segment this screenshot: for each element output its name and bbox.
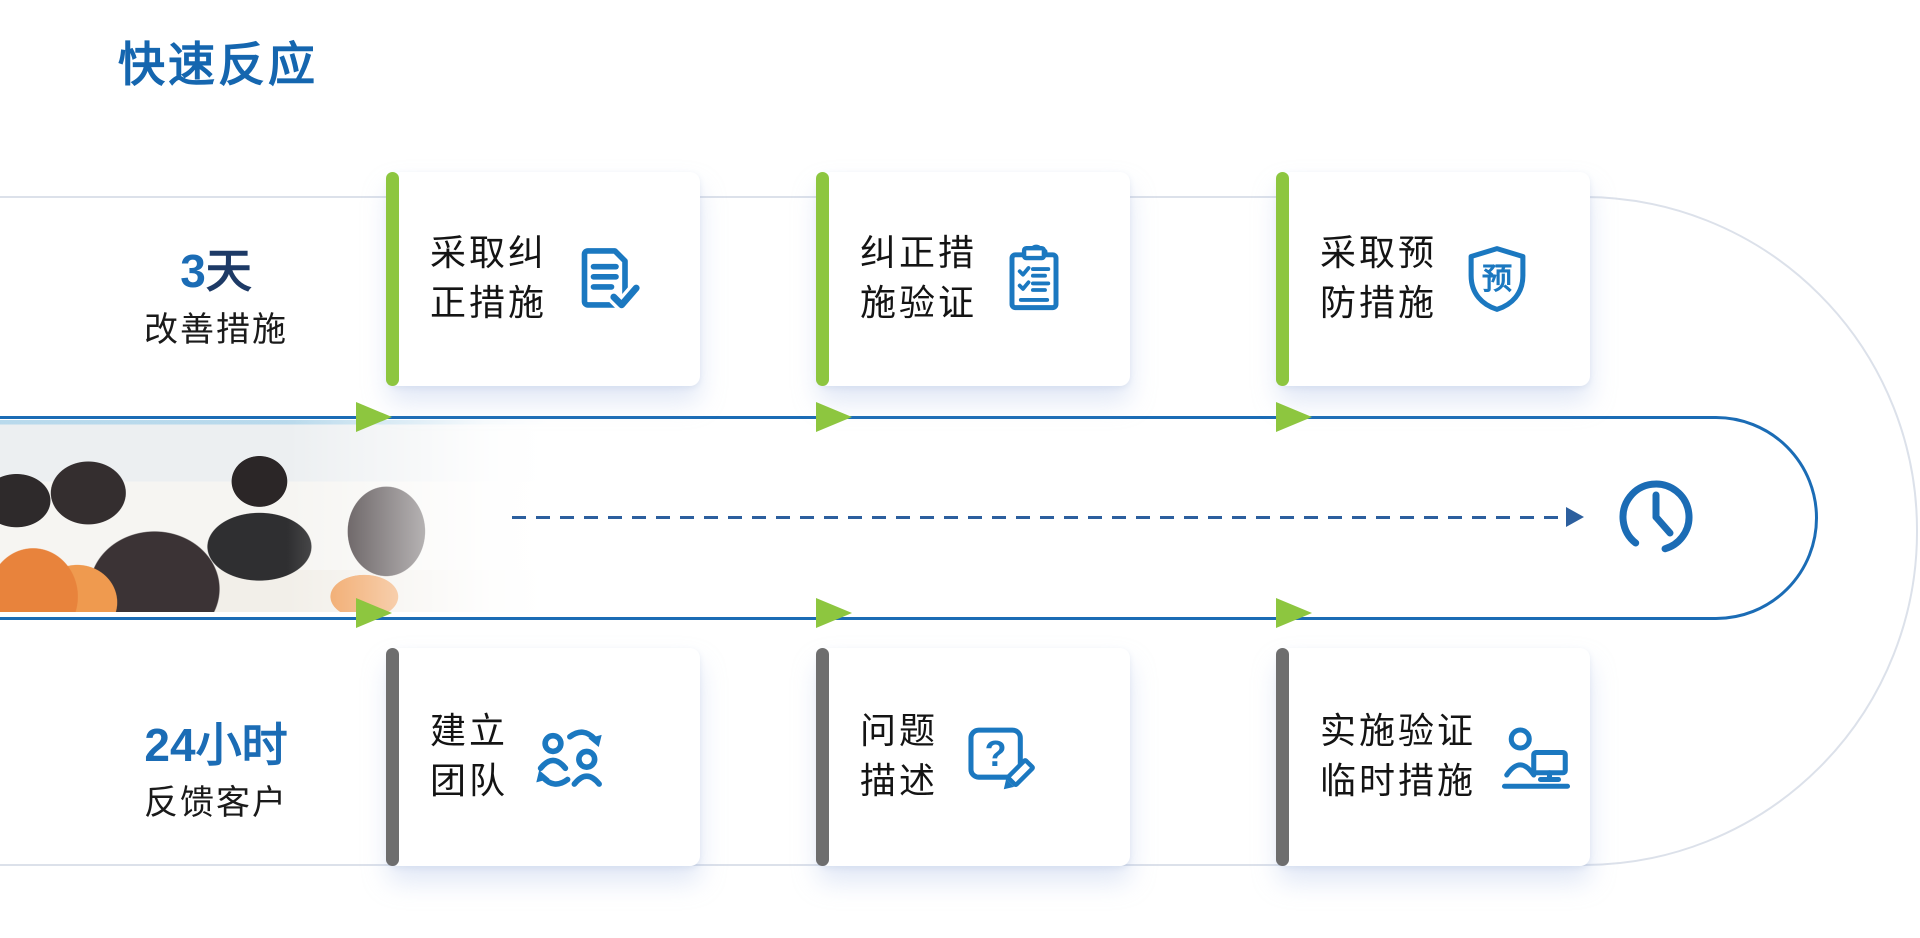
card-build-team: 建立 团队 [386,648,700,866]
clipboard-checklist-icon [1001,243,1067,315]
card-corrective-verification: 纠正措 施验证 [816,172,1130,386]
card-accent-bar [816,172,829,386]
svg-text:?: ? [985,734,1007,774]
card-accent-bar [386,172,399,386]
question-edit-icon: ? [962,721,1036,793]
card-text-line1: 建立 [430,711,509,752]
card-text-line2: 临时措施 [1320,761,1477,801]
meeting-photo [0,420,552,612]
card-text-line2: 施验证 [860,283,978,323]
arrowhead-icon [1566,507,1584,527]
person-computer-icon [1500,721,1572,793]
card-accent-bar [816,648,829,866]
shield-text: 预 [1482,263,1512,296]
clock-icon [1612,473,1700,566]
page-title: 快速反应 [118,38,318,91]
card-accent-bar [386,648,399,866]
shield-icon: 预 [1461,243,1533,315]
document-check-icon [571,243,644,315]
card-text-line1: 实施验证 [1320,711,1477,752]
card-accent-bar [1276,172,1289,386]
label-24-hours: 24小时 反馈客户 [96,720,336,824]
timeline-dashed-arrow [512,516,1570,519]
days-unit: 天 [205,246,252,297]
flow-arrow-icon [356,402,392,432]
card-implement-interim-measures: 实施验证 临时措施 [1276,648,1590,866]
flow-arrow-icon [1276,402,1312,432]
flow-arrow-icon [1276,598,1312,628]
team-exchange-icon [532,721,610,793]
card-text-line2: 团队 [430,761,509,801]
card-accent-bar [1276,648,1289,866]
flow-arrow-icon [816,598,852,628]
days-value: 3 [180,245,206,297]
card-text-line1: 采取纠 [430,233,548,274]
card-text-line2: 防措施 [1320,283,1438,323]
flow-arrow-icon [816,402,852,432]
card-text-line1: 纠正措 [860,233,978,274]
hours-caption: 反馈客户 [144,784,288,822]
card-text-line2: 正措施 [430,283,548,323]
card-text-line2: 描述 [860,761,939,801]
flow-arrow-icon [356,598,392,628]
hours-value: 24 [144,719,196,771]
card-problem-description: 问题 描述 ? [816,648,1130,866]
card-text-line1: 采取预 [1320,233,1438,274]
card-text-line1: 问题 [860,711,939,752]
hours-unit: 小时 [195,719,288,771]
card-corrective-action: 采取纠 正措施 [386,172,700,386]
label-3-days: 3天 改善措施 [96,246,336,351]
card-preventive-action: 采取预 防措施 预 [1276,172,1590,386]
days-caption: 改善措施 [144,311,288,349]
